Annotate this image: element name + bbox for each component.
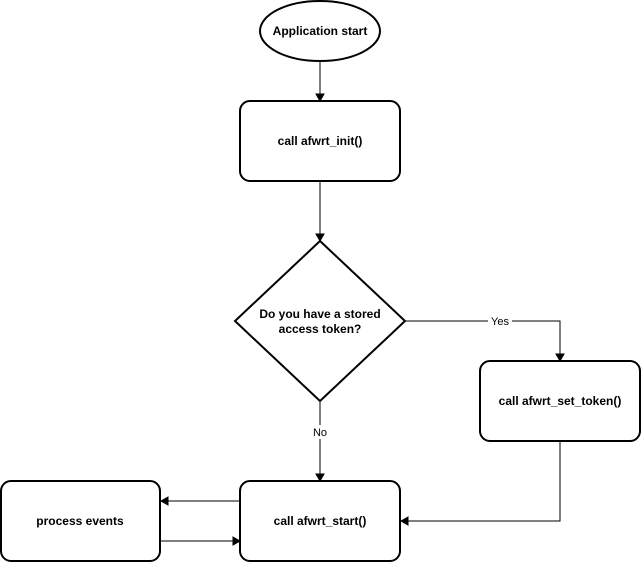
edge-process-to-start-call	[161, 536, 242, 546]
edge-decision-yes-to-set-token: Yes	[405, 314, 565, 363]
edge-start-call-to-process	[159, 496, 240, 506]
node-call-afwrt-start-label: call afwrt_start()	[274, 514, 367, 528]
yes-edge-label: Yes	[491, 316, 509, 328]
node-decision-stored-token: Do you have a stored access token?	[233, 239, 407, 403]
node-process-events: process events	[0, 480, 161, 562]
decision-label-line1: Do you have a stored	[259, 307, 380, 321]
node-application-start-label: Application start	[273, 24, 368, 38]
node-call-afwrt-set-token-label: call afwrt_set_token()	[499, 394, 622, 408]
decision-label-line2: access token?	[279, 322, 362, 336]
node-call-afwrt-init-label: call afwrt_init()	[278, 134, 363, 148]
edge-decision-no-to-start-call: No	[310, 401, 330, 483]
node-application-start: Application start	[259, 0, 381, 62]
node-call-afwrt-init: call afwrt_init()	[239, 100, 401, 182]
edge-set-token-to-start-call	[399, 441, 561, 526]
no-edge-label: No	[313, 427, 327, 439]
node-call-afwrt-start: call afwrt_start()	[239, 480, 401, 562]
node-process-events-label: process events	[36, 514, 124, 528]
edge-init-to-decision	[315, 182, 325, 243]
node-call-afwrt-set-token: call afwrt_set_token()	[479, 360, 641, 442]
edge-start-to-init	[315, 61, 325, 103]
